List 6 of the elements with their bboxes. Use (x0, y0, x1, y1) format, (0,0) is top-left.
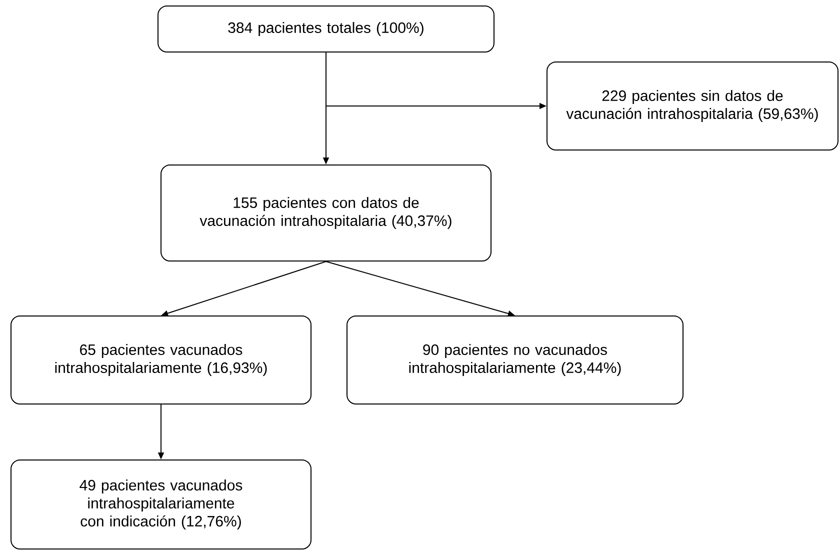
process-box: 229 pacientes sin datos de vacunación intrahospitalaria (59,63%) (546, 62, 838, 150)
process-box: 155 pacientes con datos de vacunación intrahospitalaria (40,37%) (160, 164, 492, 262)
process-box: 90 pacientes no vacunados intrahospitalariamente (23,44%) (346, 316, 684, 404)
process-box: 384 pacientes totales (100%) (158, 6, 494, 52)
process-box: 49 pacientes vacunados intrahospitalariamente con indicación (12,76%) (10, 460, 312, 550)
process-box: 65 pacientes vacunados intrahospitalariamente (16,93%) (10, 316, 312, 404)
